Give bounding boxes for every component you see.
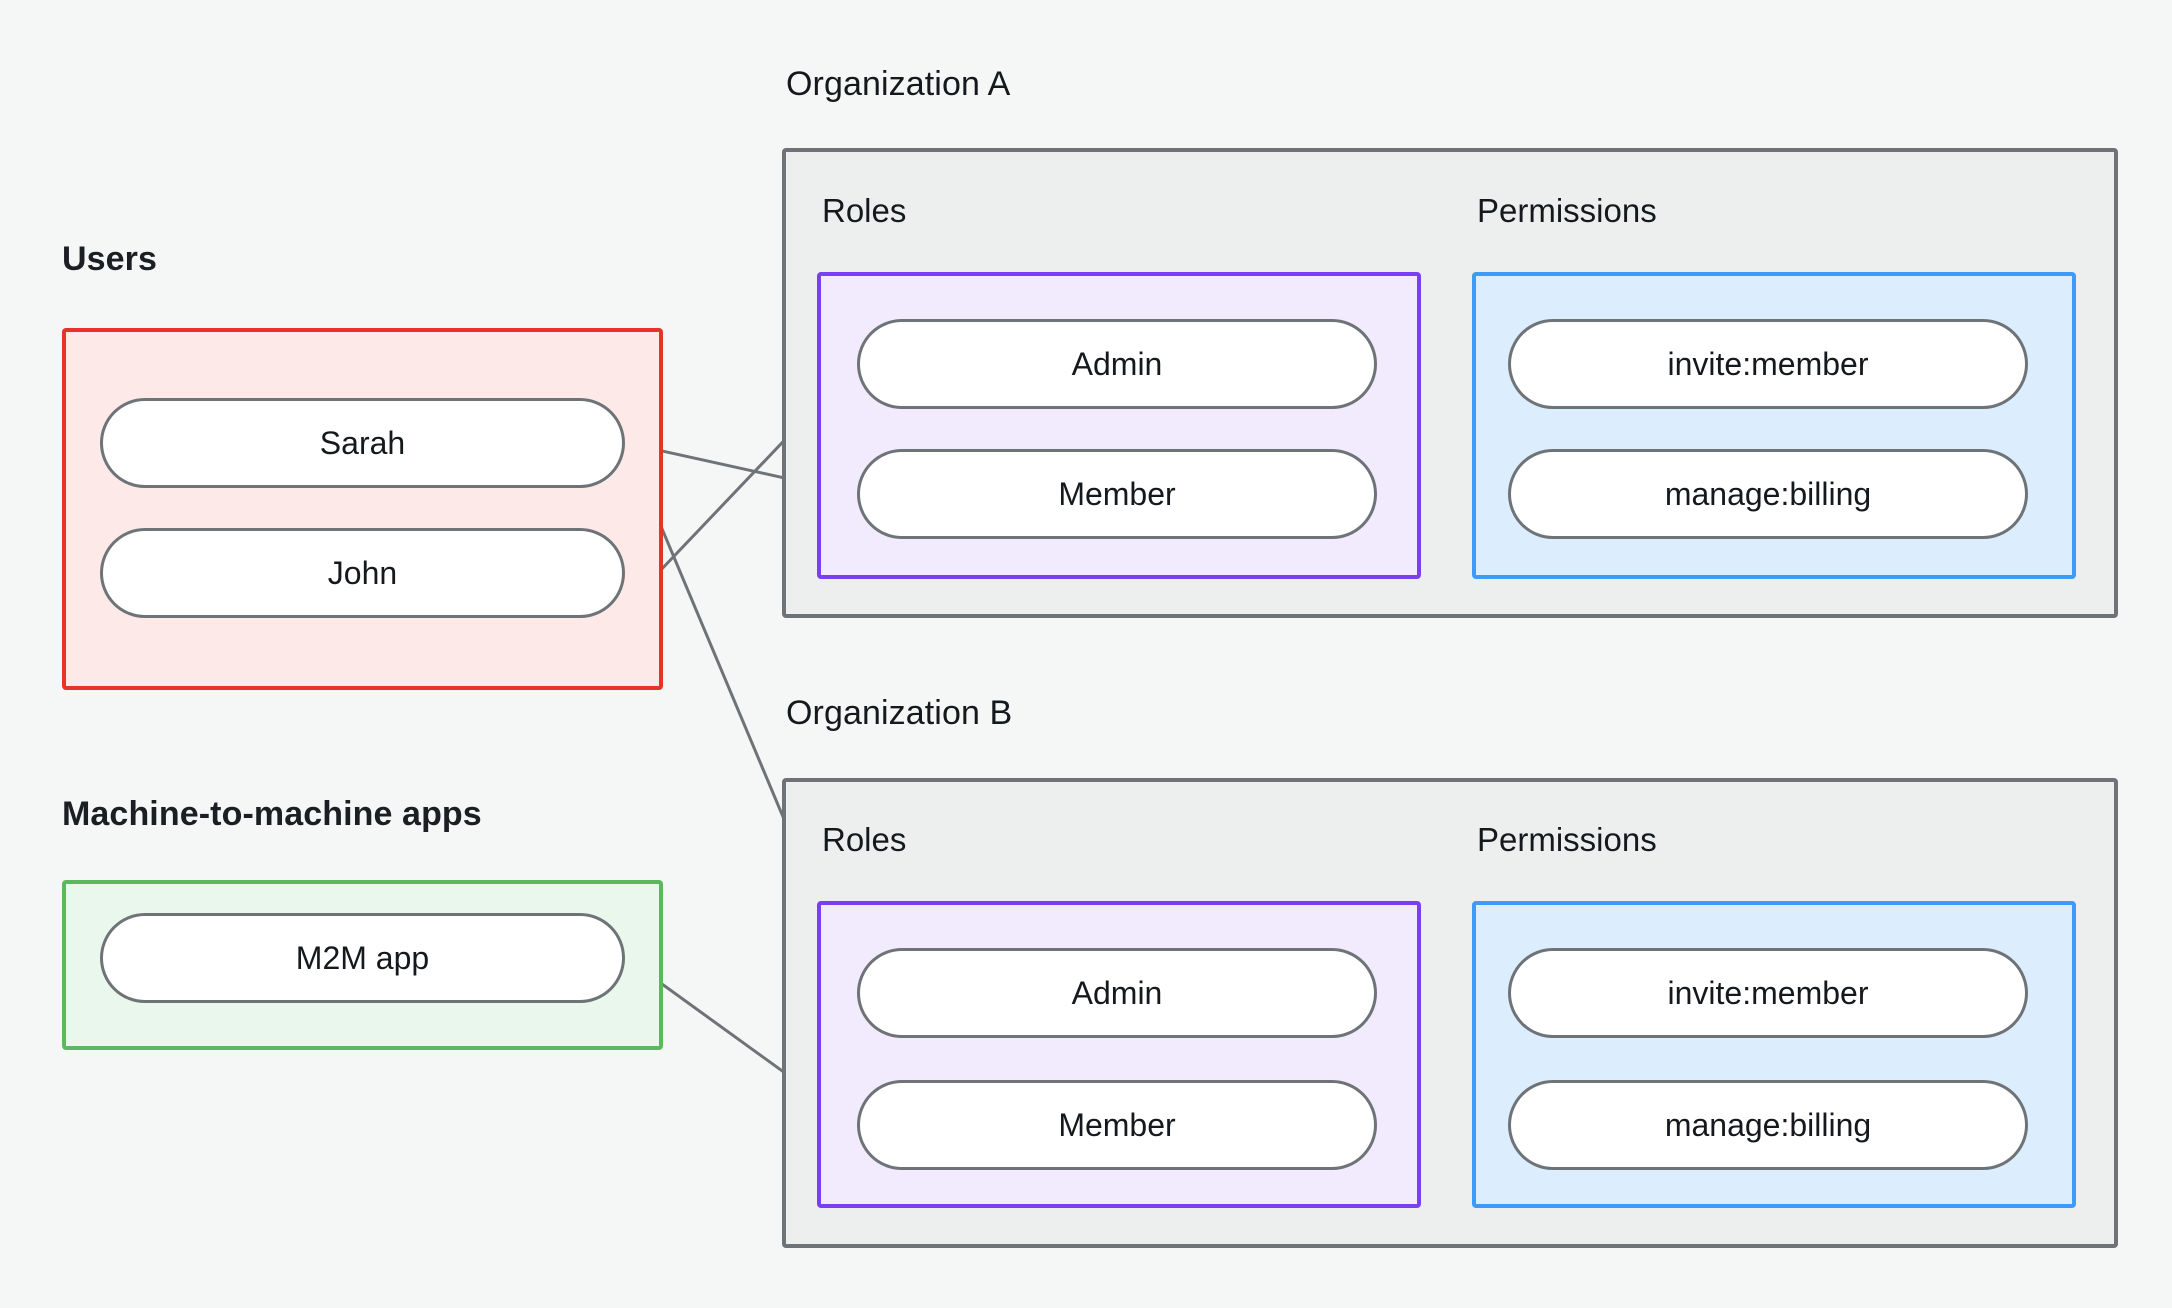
user-node-john[interactable]: John [100,528,625,618]
org-a-permission-invite-member[interactable]: invite:member [1508,319,2028,409]
m2m-title-text: Machine-to-machine apps [62,795,482,833]
org-b-role-member-label: Member [1058,1106,1176,1143]
org-b-role-member[interactable]: Member [857,1080,1377,1170]
users-group [62,328,663,690]
org-b-permissions-title: Permissions [1477,821,1657,859]
org-b-role-admin-label: Admin [1071,974,1163,1011]
m2m-label-app: M2M app [295,939,430,976]
users-title-text: Users [62,240,158,278]
org-a-role-admin[interactable]: Admin [857,319,1377,409]
user-node-sarah[interactable]: Sarah [100,398,625,488]
m2m-node-app[interactable]: M2M app [100,913,625,1003]
org-a-permission-manage-billing-label: manage:billing [1664,475,1872,512]
org-a-permission-invite-member-label: invite:member [1667,345,1869,382]
org-a-roles-title-text: Roles [822,192,907,229]
org-a-roles-title: Roles [822,192,906,230]
org-b-permission-manage-billing[interactable]: manage:billing [1508,1080,2028,1170]
org-a-title: Organization A [786,65,1010,104]
org-b-permission-invite-member-label: invite:member [1667,974,1869,1011]
org-a-title-text: Organization A [786,65,1011,103]
org-a-permissions-title-text: Permissions [1477,192,1657,229]
org-b-role-admin[interactable]: Admin [857,948,1377,1038]
org-b-roles-title: Roles [822,821,906,859]
org-b-permission-manage-billing-label: manage:billing [1664,1106,1872,1143]
org-a-permissions-title: Permissions [1477,192,1657,230]
org-a-role-member[interactable]: Member [857,449,1377,539]
user-label-sarah: Sarah [319,424,406,461]
org-b-title: Organization B [786,694,1012,733]
user-label-john: John [327,554,398,591]
org-a-permission-manage-billing[interactable]: manage:billing [1508,449,2028,539]
org-b-roles-title-text: Roles [822,821,907,858]
org-b-permission-invite-member[interactable]: invite:member [1508,948,2028,1038]
users-section-title: Users [62,240,157,279]
org-b-permissions-title-text: Permissions [1477,821,1657,858]
org-a-role-admin-label: Admin [1071,345,1163,382]
m2m-section-title: Machine-to-machine apps [62,795,482,834]
org-b-title-text: Organization B [786,694,1013,732]
org-a-role-member-label: Member [1058,475,1176,512]
